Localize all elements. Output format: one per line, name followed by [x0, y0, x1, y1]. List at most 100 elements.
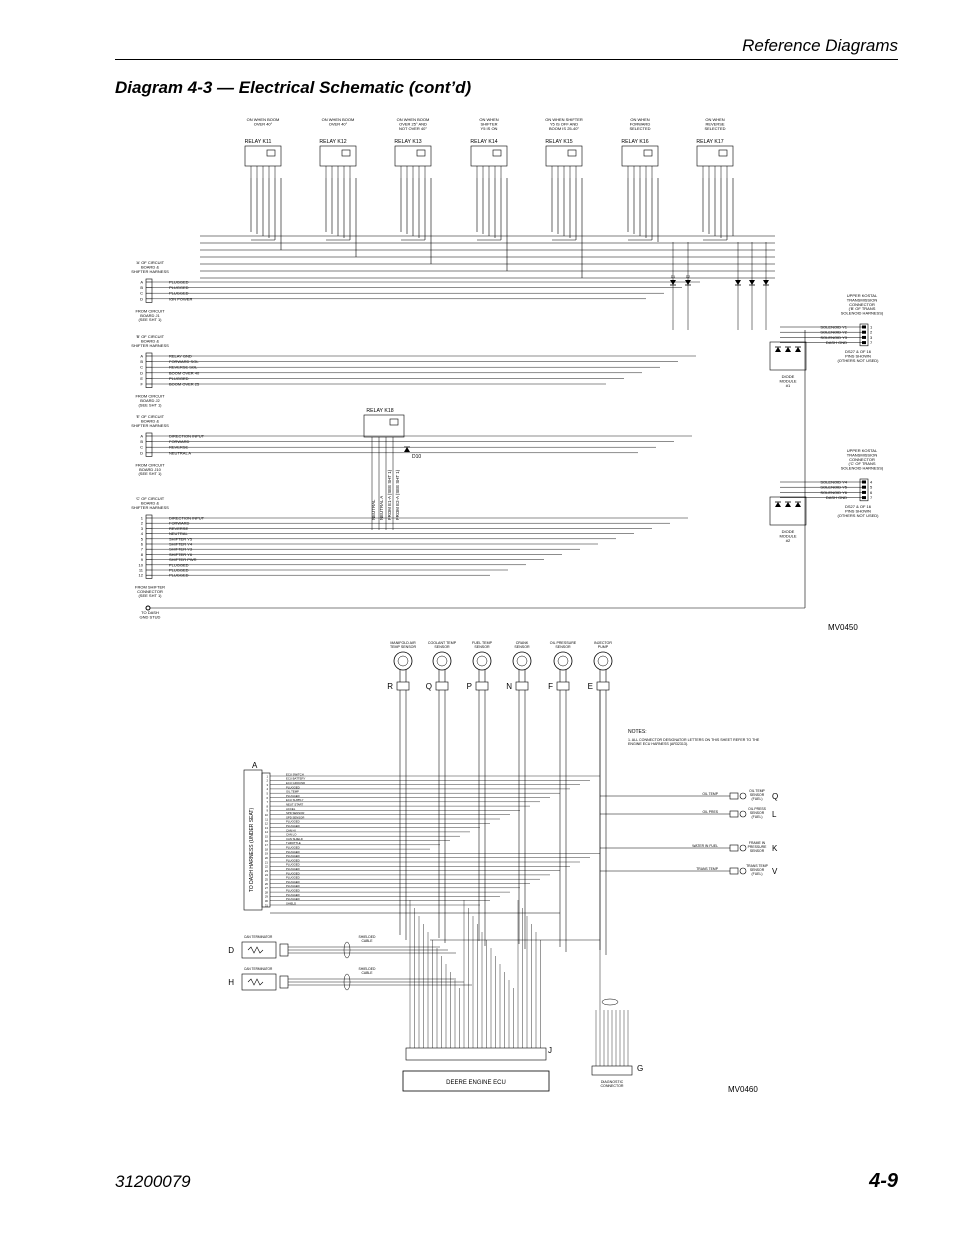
- relay-caption: ON WHEN BOOM: [397, 117, 430, 122]
- shield-symbol: [601, 998, 619, 1006]
- relay-box: [363, 414, 405, 438]
- connector-heading: SOLENOID HARNESS): [841, 311, 884, 316]
- diode-symbol: [404, 447, 410, 452]
- sensor-caption: TEMP SENSOR: [390, 645, 416, 649]
- sensor-symbol: [553, 651, 573, 671]
- connector-pin-number: 3: [870, 335, 873, 340]
- harness-pin-number: 24: [265, 873, 269, 877]
- resistor-symbol: [247, 978, 264, 986]
- connector-footnote: BOARD J10: [139, 467, 162, 472]
- terminator-connector: [279, 975, 289, 989]
- harness-pin-number: 10: [265, 813, 269, 817]
- sensor-connector: [556, 681, 570, 691]
- harness-signal-name: PLUGGED: [286, 858, 300, 862]
- harness-pin-number: 18: [265, 847, 269, 851]
- relay-k18-signal: FROM E2-A (SEE SHT 1): [395, 469, 400, 520]
- diode-symbol: [785, 347, 791, 352]
- connector-footnote: FROM SHIFTER: [135, 584, 165, 589]
- notes-text: 1. ALL CONNECTOR DESIGNATOR LETTERS ON T…: [628, 738, 760, 742]
- harness-pin-number: 14: [265, 830, 269, 834]
- harness-signal-name: SHIELD: [286, 901, 296, 905]
- connector-pin-number: 5: [870, 485, 873, 490]
- header-rule: [115, 59, 898, 60]
- sensor-caption: SENSOR: [750, 811, 765, 815]
- relay-box: [319, 145, 357, 167]
- harness-pin-number: 21: [265, 860, 269, 864]
- connector-pin: [862, 485, 866, 489]
- connector-heading: SHIFTER HARNESS: [131, 343, 169, 348]
- connector-letter: A: [252, 761, 258, 770]
- sensor-caption: (FUEL): [752, 872, 763, 876]
- harness-pin-number: 5: [266, 792, 268, 796]
- sensor-caption: FUEL TEMP: [472, 641, 493, 645]
- shield-symbol: [343, 941, 351, 959]
- connector-footnote: (SEE SHT 1): [138, 317, 162, 322]
- sensor-connector: [396, 681, 410, 691]
- connector-heading: TRANSMISSION: [847, 297, 878, 302]
- sensor-symbol: [739, 810, 747, 818]
- sensor-caption: OIL PRESSURE: [550, 641, 577, 645]
- connector-pin-number: C: [140, 291, 143, 296]
- harness-signal-name: ECU GROUND: [286, 781, 305, 785]
- connector-letter: H: [228, 978, 234, 987]
- diode-symbol: [670, 280, 676, 285]
- sensor-caption: SENSOR: [555, 645, 571, 649]
- connector-pin-number: 9: [141, 557, 144, 562]
- diagnostic-label: CONNECTOR: [600, 1084, 623, 1088]
- relay-k18-signal: FROM E1-A (SEE SHT 1): [387, 469, 392, 520]
- diode-module-box: [769, 496, 807, 526]
- connector-pin-number: B: [140, 285, 143, 290]
- sensor-wire-label: TRANS TEMP: [696, 867, 719, 871]
- connector-pin-number: C: [140, 445, 143, 450]
- harness-signal-name: PLUGGED: [286, 785, 300, 789]
- connector-heading: CONNECTOR: [849, 457, 875, 462]
- connector-pin-number: D: [140, 450, 143, 455]
- sensor-caption: CRANK: [516, 641, 529, 645]
- harness-pin-number: 31: [265, 903, 269, 907]
- sensor-caption: SENSOR: [750, 849, 765, 853]
- relay-label: RELAY K17: [696, 139, 723, 145]
- page-number: 4-9: [869, 1170, 898, 1192]
- notes-text: ENGINE ECU HARNESS (AR32313).: [628, 742, 688, 746]
- relay-label: RELAY K11: [245, 139, 272, 145]
- sensor-caption: SENSOR: [514, 645, 530, 649]
- sensor-symbol: [593, 651, 613, 671]
- connector-heading: CONNECTOR: [849, 302, 875, 307]
- connector-footnote: (SEE SHT 1): [138, 402, 162, 407]
- connector-pin-number: 6: [141, 542, 144, 547]
- diode-symbol: [795, 347, 801, 352]
- relay-caption: NOT OVER 40°: [399, 126, 427, 131]
- relay-coil-symbol: [341, 149, 351, 157]
- harness-pin-number: 29: [265, 895, 269, 899]
- connector-pin-number: 2: [141, 521, 144, 526]
- shielded-cable-label: SHIELDED: [359, 935, 377, 939]
- harness-pin-number: 16: [265, 839, 269, 843]
- harness-signal-name: PLUGGED: [286, 846, 300, 850]
- harness-pin-number: 17: [265, 843, 269, 847]
- connector-pin-number: 8: [141, 552, 144, 557]
- connector-body: [145, 352, 153, 388]
- harness-signal-name: ECU BATTERY: [286, 777, 305, 781]
- connector-heading: BOARD &: [141, 264, 159, 269]
- connector-body: [145, 514, 153, 579]
- sensor-caption: TRANS TEMP: [746, 864, 769, 868]
- relay-box: [696, 145, 734, 167]
- harness-signal-name: PLUGGED: [286, 880, 300, 884]
- relay-caption: REVERSE: [705, 121, 724, 126]
- relay-caption: Y5 IS OFF AND: [550, 121, 578, 126]
- harness-signal-name: NEUT START: [286, 803, 304, 807]
- relay-caption: ON WHEN BOOM: [247, 117, 280, 122]
- ecu-label: DEERE ENGINE ECU: [446, 1080, 506, 1086]
- connector-letter: R: [387, 682, 393, 691]
- diode-label: D10: [412, 454, 421, 460]
- connector-heading: SHIFTER HARNESS: [131, 505, 169, 510]
- diode-symbol: [685, 280, 691, 285]
- connector-letter: P: [467, 682, 472, 691]
- relay-label: RELAY K13: [394, 139, 421, 145]
- sensor-caption: OIL TEMP: [749, 789, 765, 793]
- harness-pin-number: 22: [265, 865, 269, 869]
- harness-pin-number: 1: [266, 774, 268, 778]
- ecu-box: [402, 1070, 550, 1092]
- sensor-wire-label: WATER IN FUEL: [692, 844, 718, 848]
- connector-heading: UPPER KOSTAL: [847, 448, 878, 453]
